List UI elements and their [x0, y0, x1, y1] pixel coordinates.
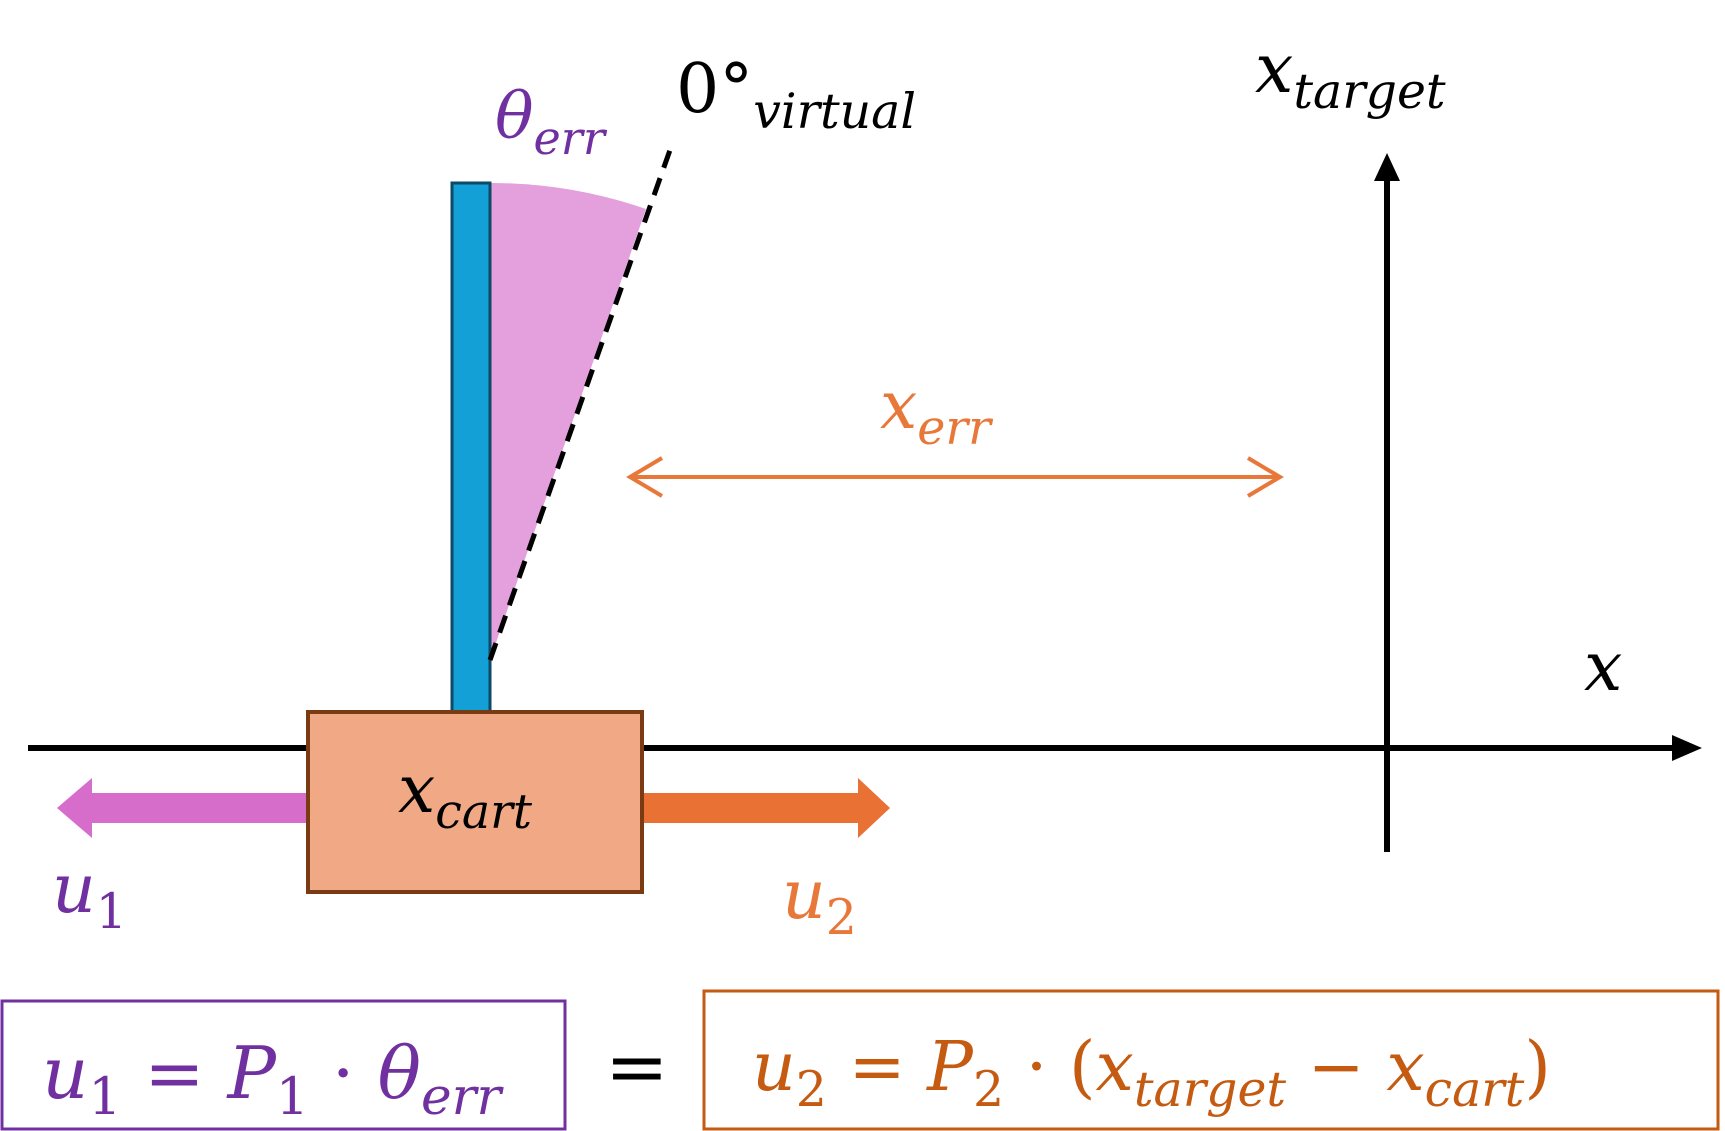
x-axis-arrowhead	[1672, 735, 1702, 761]
u1-label: u1	[52, 850, 127, 940]
target-axis-arrowhead	[1374, 153, 1400, 181]
equation-box-u2	[702, 989, 1720, 1131]
theta-err-label: θerr	[495, 80, 608, 165]
virtual-zero-line	[487, 149, 673, 661]
xerr-arrowhead-left	[626, 456, 664, 498]
cart	[306, 710, 644, 894]
x-err-label: xerr	[880, 367, 994, 456]
equals-sign: =	[605, 1022, 669, 1111]
equation-u1: u1 = P1 · θerr	[42, 1031, 504, 1127]
u2-force-arrow	[640, 778, 890, 838]
u2-label: u2	[782, 856, 857, 946]
x-cart-label: xcart	[398, 751, 533, 840]
zero-virtual-label: 0°virtual	[676, 50, 916, 140]
x-axis-label: x	[1584, 628, 1622, 707]
xerr-arrowhead-right	[1246, 456, 1284, 498]
pole	[450, 181, 492, 715]
equation-box-u1	[0, 999, 567, 1131]
equation-u2: u2 = P2 · (xtarget − xcart)	[752, 1028, 1551, 1118]
x-target-label: xtarget	[1255, 30, 1446, 120]
u1-force-arrow	[57, 778, 308, 838]
theta-angle-wedge	[490, 182, 646, 661]
